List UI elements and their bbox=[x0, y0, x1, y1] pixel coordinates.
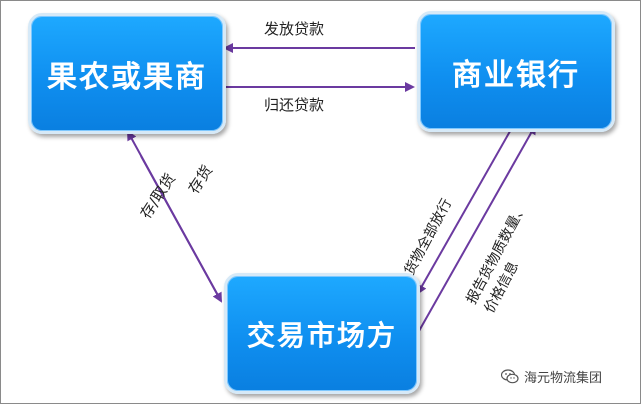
report-arrow bbox=[418, 124, 536, 332]
node-bank: 商业银行 bbox=[417, 11, 615, 132]
wechat-icon bbox=[500, 369, 519, 384]
label-repay: 归还贷款 bbox=[264, 96, 325, 114]
watermark: 海元物流集团 bbox=[500, 367, 603, 386]
store-arrow-back bbox=[127, 130, 222, 302]
watermark-text: 海元物流集团 bbox=[524, 371, 603, 386]
release-arrow bbox=[417, 125, 514, 295]
node-farmer: 果农或果商 bbox=[28, 13, 226, 134]
label-loan: 发放贷款 bbox=[264, 20, 325, 38]
node-market: 交易市场方 bbox=[224, 273, 420, 394]
